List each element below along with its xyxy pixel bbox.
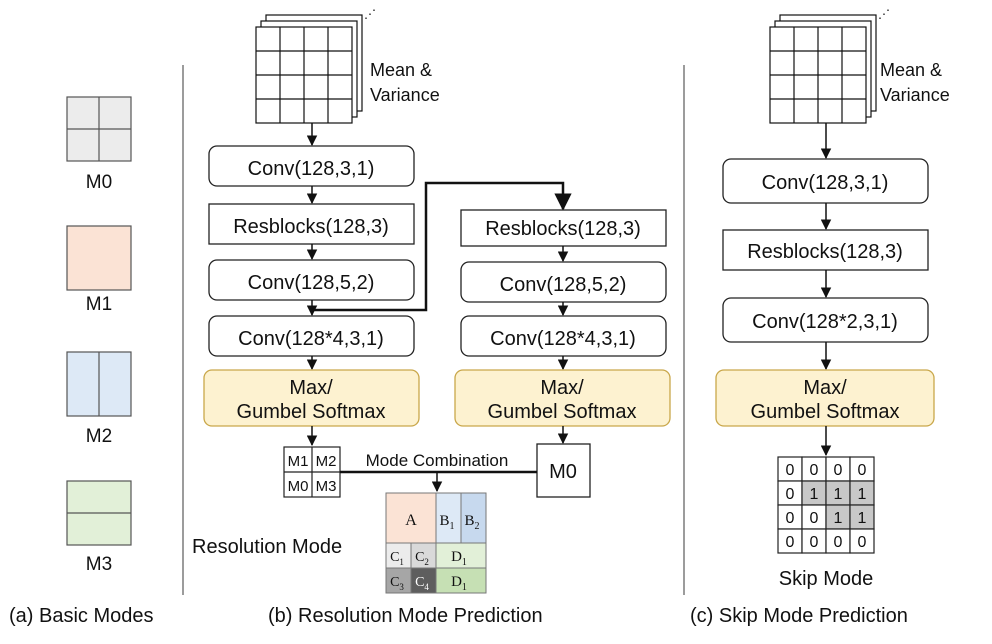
skip-grid-value: 0	[810, 462, 819, 479]
m0-output-box	[536, 443, 591, 498]
skip-mode-label: Skip Mode	[779, 568, 874, 590]
conv3-right-label: Conv(128*4,3,1)	[490, 328, 636, 350]
mode-m3-label: M3	[86, 554, 112, 575]
caption-basic-modes: (a) Basic Modes	[9, 605, 154, 627]
mini-grid-cell: M3	[316, 478, 337, 495]
resblocks-right-label: Resblocks(128,3)	[485, 218, 641, 240]
skip-grid-value: 0	[786, 510, 795, 527]
softmax-right-line2: Gumbel Softmax	[488, 401, 637, 423]
skip-grid-cell	[825, 528, 851, 554]
skip-grid-value: 0	[786, 462, 795, 479]
skip-softmax-block	[715, 369, 935, 427]
skip-grid-value: 1	[834, 510, 843, 527]
skip-softmax-line1: Max/	[803, 377, 847, 399]
softmax-left-line2: Gumbel Softmax	[237, 401, 386, 423]
skip-grid-cell	[849, 480, 875, 506]
mini-grid-cell: M2	[316, 453, 337, 470]
mode-m2-label: M2	[86, 426, 112, 447]
skip-grid-value: 1	[858, 510, 867, 527]
skip-grid-value: 1	[834, 486, 843, 503]
stack-ellipsis: ⋰	[364, 7, 376, 21]
skip-conv1-label: Conv(128,3,1)	[762, 172, 889, 194]
cell-b2-label: B2	[464, 513, 479, 532]
caption-resolution: (b) Resolution Mode Prediction	[268, 605, 543, 627]
mode-combination-label: Mode Combination	[366, 451, 509, 470]
input-label-line1: Mean &	[370, 60, 432, 80]
skip-grid-cell	[777, 528, 803, 554]
skip-resblocks-label: Resblocks(128,3)	[747, 241, 903, 263]
resblocks-left-block	[208, 203, 415, 245]
skip-grid-cell	[849, 528, 875, 554]
skip-grid-value: 0	[810, 510, 819, 527]
skip-grid-value: 0	[810, 534, 819, 551]
conv2-left-label: Conv(128,5,2)	[248, 272, 375, 294]
skip-panel: ⋰ Mean & Variance Conv(128,3,1) Resblock…	[690, 7, 950, 627]
resblocks-left-label: Resblocks(128,3)	[233, 216, 389, 238]
mode-m2-icon	[66, 351, 132, 417]
conv1-label: Conv(128,3,1)	[248, 158, 375, 180]
basic-modes-panel: M0 M1 M2 M3 (a) Basic Modes	[9, 96, 154, 627]
skip-input-tensor-icon	[769, 14, 877, 124]
mini-mode-grid: M1 M2 M0 M3	[283, 446, 341, 498]
mode-m3-icon	[66, 480, 132, 546]
skip-grid-cell	[849, 504, 875, 530]
skip-grid-value: 0	[786, 486, 795, 503]
skip-stack-ellipsis: ⋰	[878, 7, 890, 21]
mode-m1-label: M1	[86, 294, 112, 315]
cell-d1-top-label: D1	[451, 549, 467, 568]
cell-d1-bottom-label: D1	[451, 574, 467, 593]
cell-c3-label: C3	[390, 575, 404, 592]
skip-grid-cell	[801, 528, 827, 554]
skip-conv2-label: Conv(128*2,3,1)	[752, 311, 898, 333]
skip-grid-value: 0	[834, 534, 843, 551]
input-tensor-icon	[255, 14, 363, 124]
cell-c4-label: C4	[415, 575, 429, 592]
mode-m0-icon	[66, 96, 132, 162]
softmax-right-line1: Max/	[540, 377, 584, 399]
skip-grid-value: 1	[858, 486, 867, 503]
mini-grid-cell: M0	[288, 478, 309, 495]
skip-grid-value: 0	[834, 462, 843, 479]
cell-a-label: A	[405, 512, 417, 529]
conv3-left-label: Conv(128*4,3,1)	[238, 328, 384, 350]
skip-input-label-line1: Mean &	[880, 60, 942, 80]
skip-grid-value: 0	[858, 462, 867, 479]
cell-c2-label: C2	[415, 550, 429, 567]
skip-resblocks-block	[722, 229, 929, 271]
softmax-left-line1: Max/	[289, 377, 333, 399]
mode-m0-label: M0	[86, 172, 112, 193]
mode-m1-icon	[66, 225, 132, 291]
resolution-panel: ⋰ Mean & Variance Conv(128,3,1) Resblock…	[192, 7, 671, 627]
skip-grid-value: 1	[810, 486, 819, 503]
cell-c1-label: C1	[390, 550, 404, 567]
m0-output-label: M0	[549, 461, 577, 483]
conv2-right-label: Conv(128,5,2)	[500, 274, 627, 296]
resolution-mode-grid	[385, 492, 487, 594]
resolution-mode-label: Resolution Mode	[192, 536, 342, 558]
mini-grid-cell: M1	[288, 453, 309, 470]
skip-grid-value: 0	[786, 534, 795, 551]
skip-grid-cell	[777, 456, 803, 482]
skip-grid-cell	[825, 504, 851, 530]
skip-grid-cell	[801, 480, 827, 506]
skip-grid-cell	[849, 456, 875, 482]
branch-arrow	[312, 181, 572, 312]
skip-grid-value: 0	[858, 534, 867, 551]
cell-b1-label: B1	[439, 513, 454, 532]
skip-softmax-line2: Gumbel Softmax	[751, 401, 900, 423]
skip-input-label-line2: Variance	[880, 85, 950, 105]
input-label-line2: Variance	[370, 85, 440, 105]
caption-skip: (c) Skip Mode Prediction	[690, 605, 908, 627]
resblocks-right-block	[460, 209, 667, 247]
